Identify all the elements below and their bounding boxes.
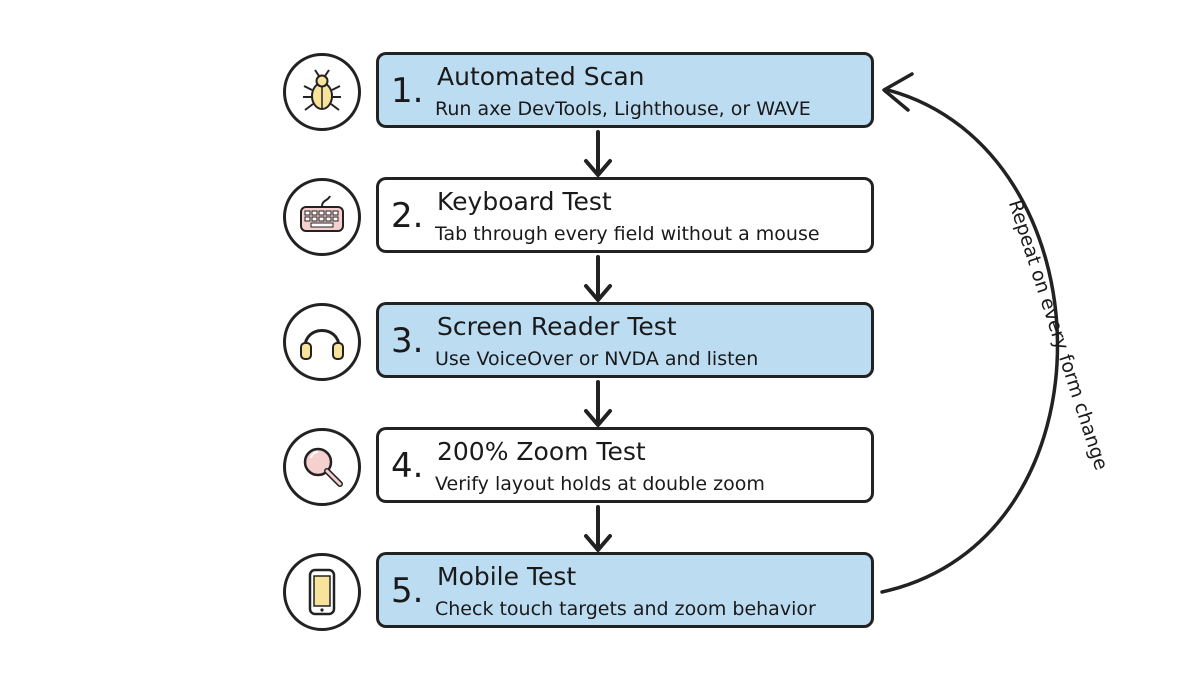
step-number: 3. bbox=[391, 321, 424, 361]
step-description: Use VoiceOver or NVDA and listen bbox=[435, 348, 759, 370]
step-title: 200% Zoom Test bbox=[437, 437, 646, 466]
headphones-icon bbox=[283, 303, 361, 381]
down-arrow-2 bbox=[584, 255, 612, 302]
down-arrow-4 bbox=[584, 505, 612, 552]
step-description: Verify layout holds at double zoom bbox=[435, 473, 765, 495]
step-title: Mobile Test bbox=[437, 562, 577, 591]
step-description: Tab through every field without a mouse bbox=[435, 223, 820, 245]
down-arrow-3 bbox=[584, 380, 612, 427]
step-title: Automated Scan bbox=[437, 62, 645, 91]
step-title: Screen Reader Test bbox=[437, 312, 677, 341]
down-arrow-1 bbox=[584, 130, 612, 177]
step-3-box: 3. Screen Reader Test Use VoiceOver or N… bbox=[376, 302, 874, 378]
step-4-box: 4. 200% Zoom Test Verify layout holds at… bbox=[376, 427, 874, 503]
loop-label: Repeat on every form change bbox=[1003, 197, 1113, 473]
step-title: Keyboard Test bbox=[437, 187, 612, 216]
step-number: 1. bbox=[391, 71, 424, 111]
step-number: 5. bbox=[391, 571, 424, 611]
step-number: 4. bbox=[391, 446, 424, 486]
step-2-box: 2. Keyboard Test Tab through every field… bbox=[376, 177, 874, 253]
step-5-box: 5. Mobile Test Check touch targets and z… bbox=[376, 552, 874, 628]
step-description: Run axe DevTools, Lighthouse, or WAVE bbox=[435, 98, 811, 120]
keyboard-icon bbox=[283, 178, 361, 256]
magnifier-icon bbox=[283, 428, 361, 506]
step-number: 2. bbox=[391, 196, 424, 236]
bug-icon bbox=[283, 53, 361, 131]
step-1-box: 1. Automated Scan Run axe DevTools, Ligh… bbox=[376, 52, 874, 128]
step-description: Check touch targets and zoom behavior bbox=[435, 598, 816, 620]
phone-icon bbox=[283, 553, 361, 631]
